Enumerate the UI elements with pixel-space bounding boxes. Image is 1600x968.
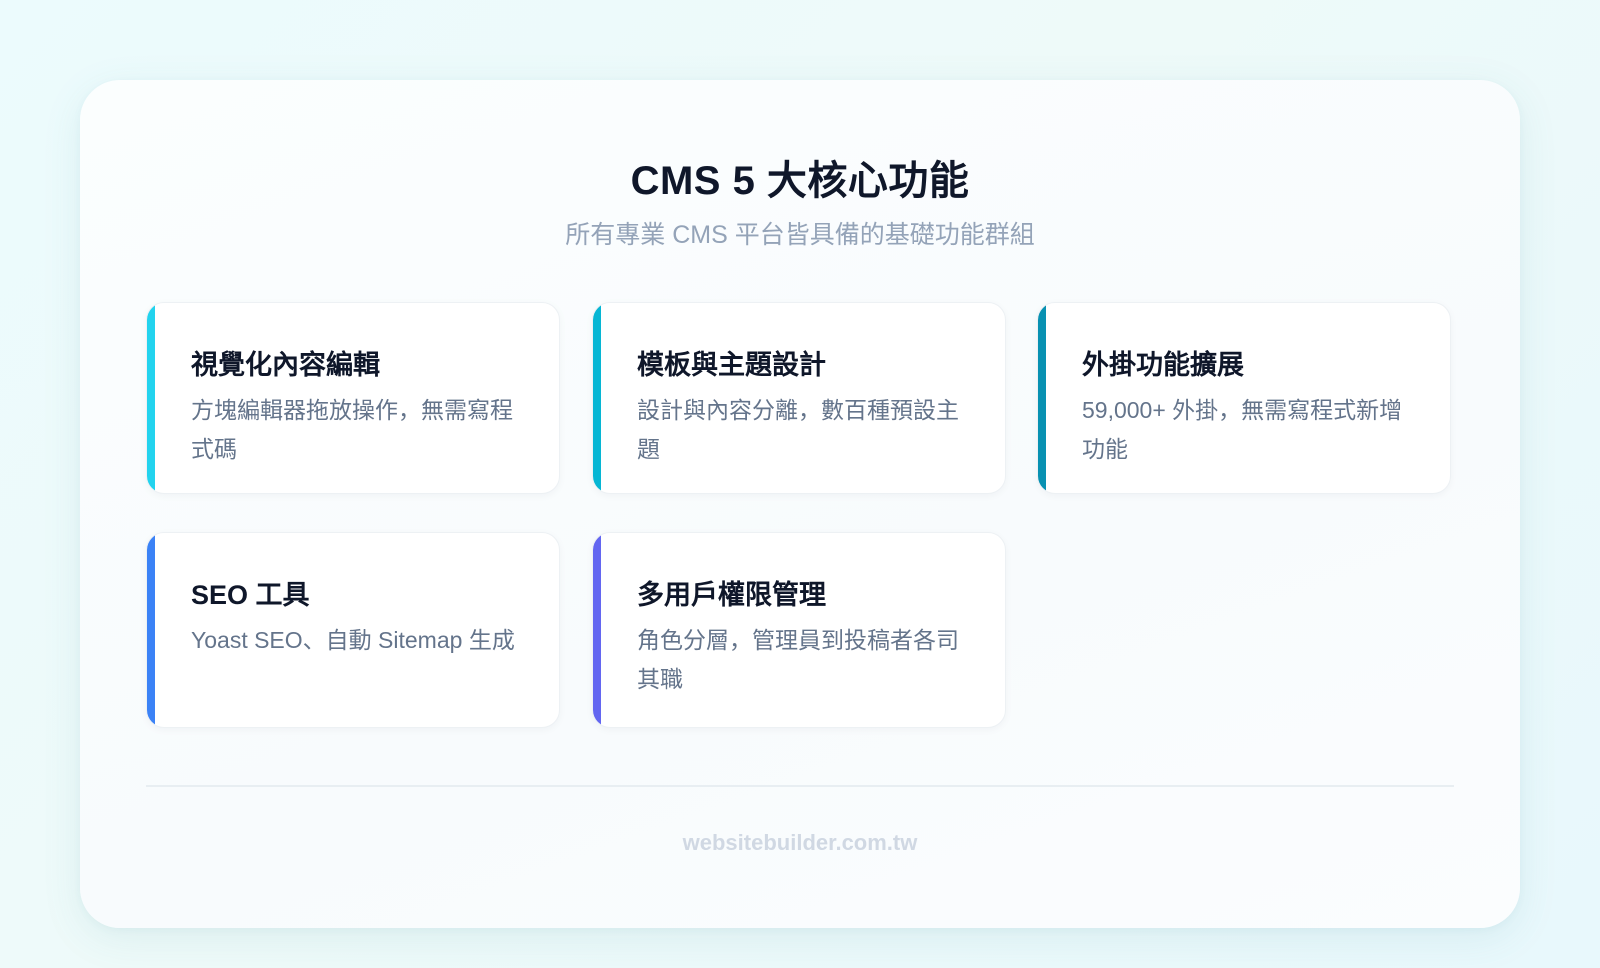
card-accent-bar [593, 303, 601, 493]
feature-card-visual-editing: 視覺化內容編輯 方塊編輯器拖放操作，無需寫程式碼 [146, 302, 560, 494]
card-accent-bar [1038, 303, 1046, 493]
card-accent-bar [147, 533, 155, 727]
page-subtitle: 所有專業 CMS 平台皆具備的基礎功能群組 [565, 221, 1035, 249]
feature-card-seo-tools: SEO 工具 Yoast SEO、自動 Sitemap 生成 [146, 532, 560, 728]
card-title: 外掛功能擴展 [1082, 350, 1244, 380]
feature-card-plugins: 外掛功能擴展 59,000+ 外掛，無需寫程式新增功能 [1037, 302, 1451, 494]
card-description: 設計與內容分離，數百種預設主題 [637, 397, 959, 462]
page-title: CMS 5 大核心功能 [630, 159, 970, 203]
card-description: 方塊編輯器拖放操作，無需寫程式碼 [191, 397, 513, 462]
feature-card-templates-themes: 模板與主題設計 設計與內容分離，數百種預設主題 [592, 302, 1006, 494]
card-accent-bar [147, 303, 155, 493]
card-description: 59,000+ 外掛，無需寫程式新增功能 [1082, 397, 1403, 462]
feature-card-user-permissions: 多用戶權限管理 角色分層，管理員到投稿者各司其職 [592, 532, 1006, 728]
card-description: Yoast SEO、自動 Sitemap 生成 [191, 627, 515, 653]
footer-site-url: websitebuilder.com.tw [682, 830, 918, 855]
card-accent-bar [593, 533, 601, 727]
footer-divider [146, 785, 1454, 787]
main-panel [80, 80, 1520, 928]
card-title: SEO 工具 [191, 580, 310, 610]
card-description: 角色分層，管理員到投稿者各司其職 [637, 627, 959, 692]
card-title: 視覺化內容編輯 [191, 350, 380, 380]
card-title: 多用戶權限管理 [637, 580, 826, 610]
card-title: 模板與主題設計 [637, 350, 826, 380]
